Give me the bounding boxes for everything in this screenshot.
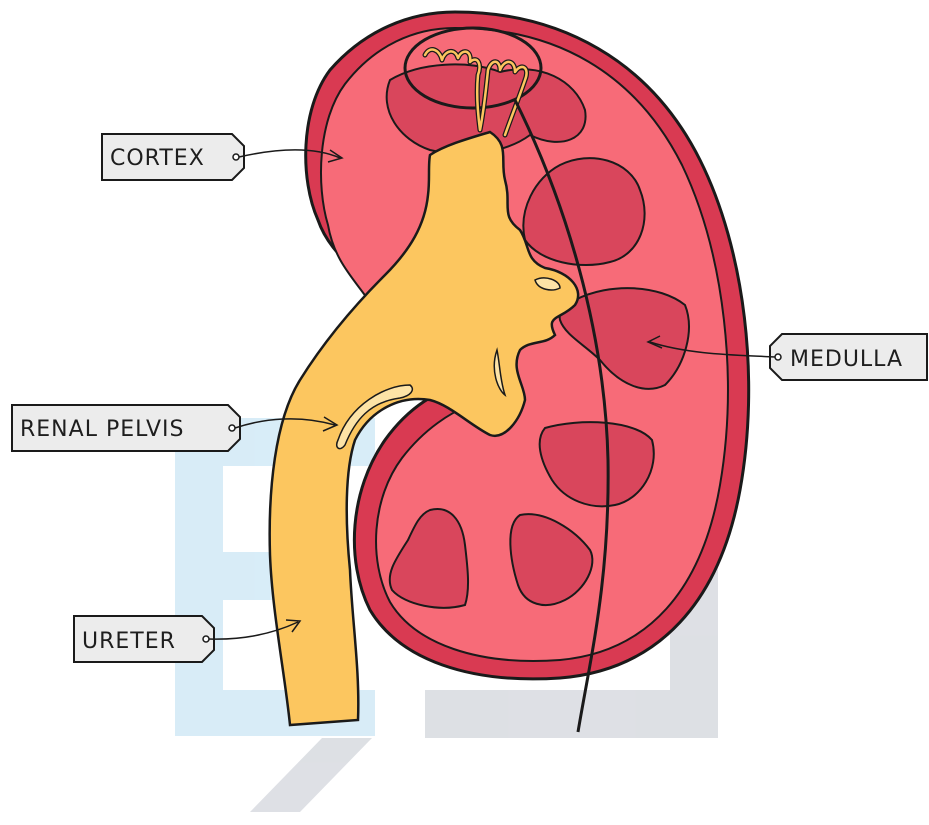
medulla-label-text: MEDULLA [790, 347, 903, 372]
ureter-label-text: URETER [82, 629, 176, 654]
renal-pelvis-label-text: RENAL PELVIS [20, 417, 184, 442]
label-ureter: URETER [74, 616, 300, 662]
cortex-label-text: CORTEX [110, 146, 205, 171]
